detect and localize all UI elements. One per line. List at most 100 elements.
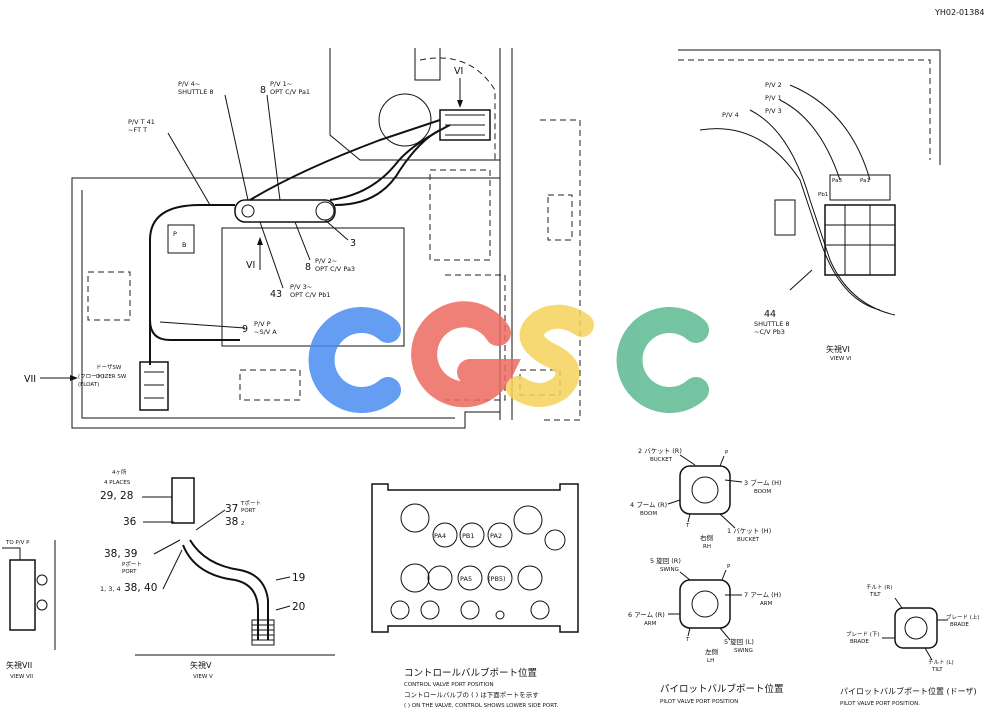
pilot-upper-body <box>679 465 731 515</box>
vi-caption-en: VIEW VI <box>830 356 852 362</box>
v-38a: 38 <box>225 516 238 528</box>
control-valve-top <box>439 109 491 141</box>
pilot-valve-lower: 5 旋回 (R) SWING 7 アーム (H) ARM 6 アーム (R) A… <box>628 556 784 705</box>
pb-title-jp: パイロットバルブポート位置 (ドーザ) <box>840 686 977 696</box>
pu-l3: 3 ブーム (H) <box>744 478 782 487</box>
vi-44: 44 <box>764 309 776 320</box>
arrow-vi-label: VI <box>454 66 463 77</box>
vi-pa1: Pa1 <box>860 178 870 184</box>
right-dashed-frame <box>540 119 581 421</box>
label-pv4: P/V 4~ <box>178 80 200 88</box>
v-caption-en: VIEW V <box>193 674 213 680</box>
view-vi-hose-3 <box>779 99 841 181</box>
control-valve-panel: PA4 PB1 PA2 PA5 (PB5) コントロールバルブポート位置 CON… <box>371 483 579 709</box>
pilot-blade-center <box>904 616 928 640</box>
v-places-en: 4 PLACES <box>104 480 131 486</box>
cv-pb1: PB1 <box>462 532 475 540</box>
cv-pa5: PA5 <box>460 575 472 583</box>
vi-shuttle2: ~C/V Pb3 <box>754 328 785 336</box>
leader-3 <box>324 219 349 241</box>
v-19: 19 <box>292 572 305 584</box>
leader-9 <box>159 321 246 329</box>
label-dozer1: ドーザSW <box>96 364 122 371</box>
vi-pa3: Pa3 <box>832 178 842 184</box>
v-2: 2 <box>241 521 245 527</box>
pu-l1en: BUCKET <box>737 537 760 543</box>
v-37: 37 <box>225 503 238 515</box>
label-pv3b: OPT C/V Pb1 <box>290 291 331 299</box>
pb-blade-up-en: BRADE <box>950 622 969 628</box>
pu-l2en: BUCKET <box>650 457 673 463</box>
pilot-lower-leaders <box>668 571 742 641</box>
pb-box <box>167 224 195 254</box>
cv-title-en: CONTROL VALVE PORT POSITION <box>404 682 494 688</box>
view-v-panel: 4ヶ所 4 PLACES 29, 28 37 Tポート PORT 36 38 2… <box>100 468 335 680</box>
vi-pv4: P/V 4 <box>722 111 739 119</box>
pb-box-p: P <box>173 230 177 238</box>
label-9: 9 <box>242 324 248 335</box>
pu-l3en: BOOM <box>754 489 771 495</box>
v-leader-3839 <box>153 539 181 555</box>
v-leader-20 <box>275 605 291 611</box>
cv-boss <box>530 600 550 620</box>
vi-pb1: Pb1 <box>818 192 828 198</box>
vii-pvp: TO P/V P <box>5 540 30 546</box>
v-3840: 38, 40 <box>124 582 157 594</box>
arrow-v-label: VI <box>246 260 255 271</box>
valve-lines <box>445 114 485 136</box>
shuttle-assembly <box>234 199 336 223</box>
cab-detail <box>414 48 441 81</box>
v-134: 1, 3, 4 <box>100 585 121 593</box>
arrow-v-head <box>257 237 263 245</box>
leader-43 <box>259 221 284 289</box>
pb-tilt-r-en: TILT <box>869 592 881 598</box>
cv-boss <box>487 565 513 591</box>
pl-l8en: SWING <box>734 648 753 654</box>
label-pv3a: P/V 3~ <box>290 283 312 291</box>
label-pvt: P/V T 41 <box>128 118 155 126</box>
v-tport-en: PORT <box>241 508 256 514</box>
frame-rail <box>499 48 513 420</box>
cv-boss <box>487 522 513 548</box>
solenoid-lines <box>144 371 164 399</box>
view-vi-valve-block <box>824 204 896 276</box>
hose-d <box>334 129 441 206</box>
dashed-box-a <box>429 169 491 261</box>
pl-l5en: SWING <box>660 567 679 573</box>
watermark-c1 <box>308 307 401 413</box>
pilot-lower-center <box>691 590 719 618</box>
v-pport-en: PORT <box>122 569 137 575</box>
pu-rh-jp: 右側 <box>700 533 714 542</box>
pilot-upper-leaders <box>667 454 743 529</box>
cv-boss <box>432 522 458 548</box>
watermark-s <box>506 304 594 407</box>
pilot-valve-blade: チルト (R) TILT ブレード (上) BRADE ブレード (下) BRA… <box>840 584 980 707</box>
dashed-box-e <box>547 194 573 241</box>
cv-boss <box>459 522 485 548</box>
cab-dashed-arc <box>419 57 496 160</box>
cv-pa2: PA2 <box>490 532 502 540</box>
cv-boss <box>460 600 480 620</box>
pu-l2: 2 バケット (R) <box>638 447 682 455</box>
pilot-upper-center <box>691 476 719 504</box>
view-vi-hose-1 <box>699 128 881 311</box>
pb-title-en: PILOT VALVE PORT POSITION. <box>840 701 920 707</box>
cv-boss <box>390 600 410 620</box>
main-frame-inner <box>81 190 455 419</box>
pl-t: T <box>685 637 690 643</box>
label-pvp-a: P/V P <box>254 320 271 328</box>
cv-boss <box>400 503 430 533</box>
pl-l7: 7 アーム (H) <box>744 591 781 599</box>
v-leader-3840 <box>162 549 183 590</box>
hose-a <box>149 204 240 341</box>
vi-pv1: P/V 1 <box>765 94 782 102</box>
cv-pa4: PA4 <box>434 532 446 540</box>
label-pv1b: OPT C/V Pa1 <box>270 88 310 96</box>
leader-pv2 <box>294 221 311 261</box>
label-pvp-b: ~S/V A <box>254 328 277 336</box>
view-v-boot <box>251 619 275 646</box>
v-2928: 29, 28 <box>100 490 133 502</box>
label-8a: 8 <box>260 85 266 96</box>
pu-l4en: BOOM <box>640 511 657 517</box>
